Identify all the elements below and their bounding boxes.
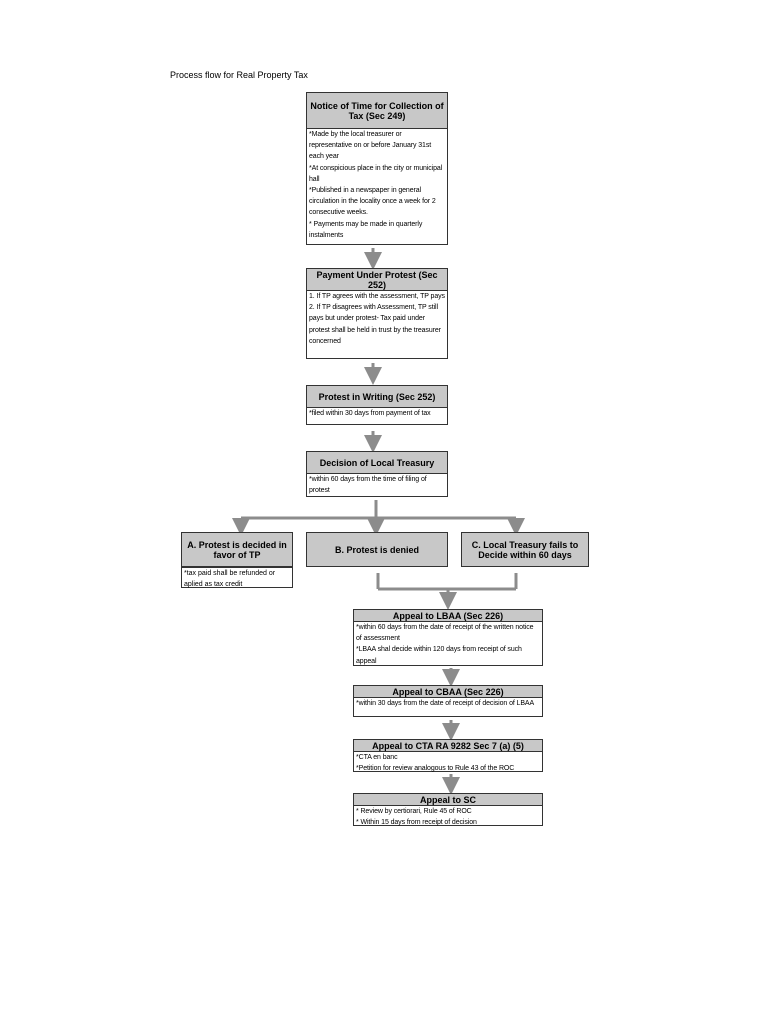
cbaa-body: *within 30 days from the date of receipt…: [354, 698, 542, 709]
lbaa-line: *within 60 days from the date of receipt…: [356, 624, 534, 643]
cta-title: Appeal to CTA RA 9282 Sec 7 (a) (5): [354, 740, 542, 752]
notice-box: Notice of Time for Collection of Tax (Se…: [306, 92, 448, 245]
sc-box: Appeal to SC * Review by certiorari, Rul…: [353, 793, 543, 826]
cbaa-box: Appeal to CBAA (Sec 226) *within 30 days…: [353, 685, 543, 717]
notice-body: *Made by the local treasurer or represen…: [307, 129, 447, 241]
decision-line: *within 60 days from the time of filing …: [309, 476, 427, 495]
sc-title: Appeal to SC: [354, 794, 542, 806]
notice-title: Notice of Time for Collection of Tax (Se…: [307, 93, 447, 129]
payment-line: 1. If TP agrees with the assessment, TP …: [309, 293, 445, 300]
decision-title: Decision of Local Treasury: [307, 452, 447, 474]
payment-line: 2. If TP disagrees with Assessment, TP s…: [309, 304, 441, 345]
protest-writing-body: *filed within 30 days from payment of ta…: [307, 408, 447, 419]
branch-a-box: A. Protest is decided in favor of TP: [181, 532, 293, 567]
branch-c-box: C. Local Treasury fails to Decide within…: [461, 532, 589, 567]
notice-line: *Made by the local treasurer or represen…: [309, 131, 432, 161]
cta-box: Appeal to CTA RA 9282 Sec 7 (a) (5) *CTA…: [353, 739, 543, 772]
protest-writing-box: Protest in Writing (Sec 252) *filed with…: [306, 385, 448, 425]
decision-box: Decision of Local Treasury *within 60 da…: [306, 451, 448, 497]
decision-body: *within 60 days from the time of filing …: [307, 474, 447, 496]
cbaa-line: *within 30 days from the date of receipt…: [356, 700, 535, 707]
notice-line: *At conspicious place in the city or mun…: [309, 164, 443, 183]
protest-writing-line: *filed within 30 days from payment of ta…: [309, 410, 431, 417]
lbaa-box: Appeal to LBAA (Sec 226) *within 60 days…: [353, 609, 543, 666]
lbaa-line: *LBAA shal decide within 120 days from r…: [356, 646, 522, 665]
notice-line: *Published in a newspaper in general cir…: [309, 187, 436, 217]
branch-a-note: *tax paid shall be refunded or aplied as…: [181, 567, 293, 588]
cbaa-title: Appeal to CBAA (Sec 226): [354, 686, 542, 698]
sc-line: * Review by certiorari, Rule 45 of ROC: [356, 808, 472, 815]
branch-b-box: B. Protest is denied: [306, 532, 448, 567]
page-title: Process flow for Real Property Tax: [170, 70, 308, 80]
payment-title: Payment Under Protest (Sec 252): [307, 269, 447, 291]
lbaa-title: Appeal to LBAA (Sec 226): [354, 610, 542, 622]
payment-body: 1. If TP agrees with the assessment, TP …: [307, 291, 447, 347]
sc-body: * Review by certiorari, Rule 45 of ROC *…: [354, 806, 542, 828]
cta-line: *Petition for review analogous to Rule 4…: [356, 765, 515, 773]
lbaa-body: *within 60 days from the date of receipt…: [354, 622, 542, 667]
sc-line: * Within 15 days from receipt of decisio…: [356, 819, 477, 827]
notice-line: * Payments may be made in quarterly inst…: [309, 220, 423, 239]
cta-line: *CTA en banc: [356, 754, 398, 761]
payment-box: Payment Under Protest (Sec 252) 1. If TP…: [306, 268, 448, 359]
protest-writing-title: Protest in Writing (Sec 252): [307, 386, 447, 408]
cta-body: *CTA en banc *Petition for review analog…: [354, 752, 542, 774]
